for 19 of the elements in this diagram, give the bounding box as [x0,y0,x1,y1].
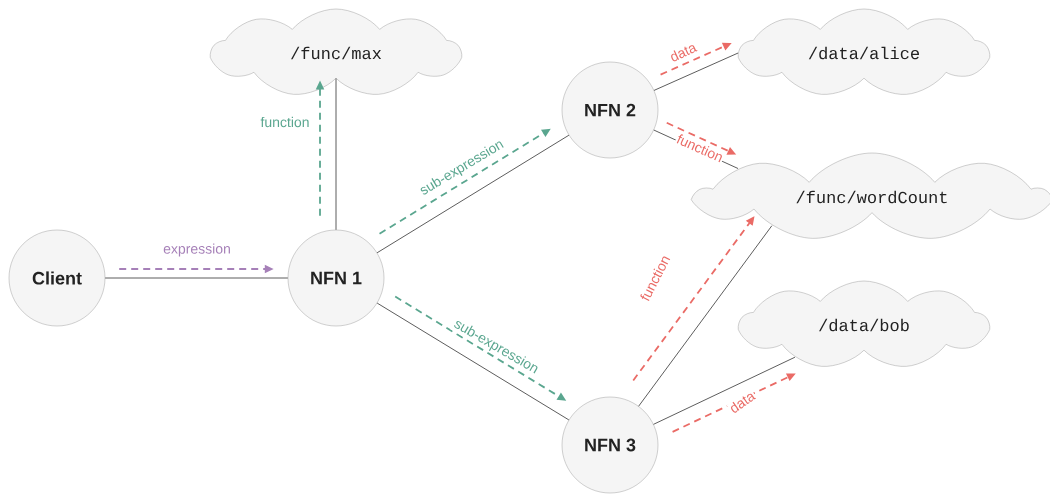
circle-node: NFN 1 [287,229,385,327]
connector-line [376,134,570,254]
dashed-arrow [632,216,755,382]
connector-line [104,277,289,279]
circle-node: NFN 3 [561,396,659,494]
connector-line [653,356,796,425]
edge-label: data [726,388,758,416]
connector-line [335,78,337,231]
connector-line [376,302,570,421]
edge-label: data [667,40,699,64]
edge-label: function [259,115,311,129]
circle-node: Client [8,229,106,327]
cloud-node: /data/bob [737,280,991,367]
cloud-node: /data/alice [737,8,991,95]
connector-line [638,225,773,407]
edge-label: expression [162,242,232,258]
cloud-node: /func/max [209,8,463,95]
circle-node: NFN 2 [561,61,659,159]
connector-line [653,52,739,91]
